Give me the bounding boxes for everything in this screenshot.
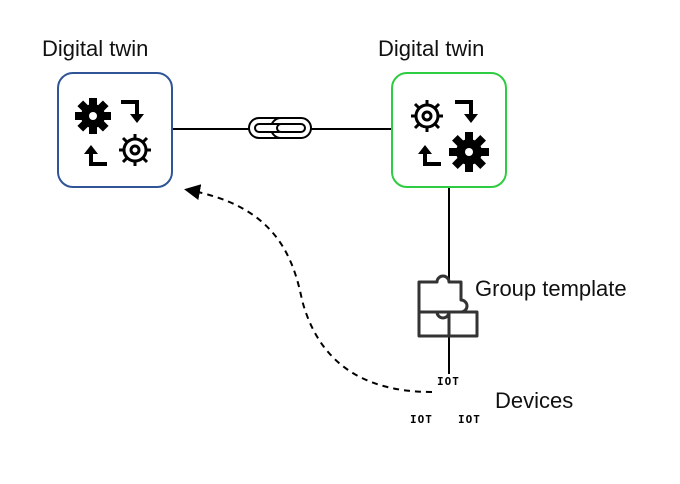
twin-left-label: Digital twin [42,36,149,61]
twin-right-box[interactable] [391,72,507,188]
chain-link-icon [248,117,312,139]
iot-device-label: IOT [437,375,460,388]
dashed-arrow [184,184,433,393]
devices-label: Devices [495,388,574,413]
twin-left-box[interactable] [57,72,173,188]
iot-device-label: IOT [458,413,481,426]
twin-right-label: Digital twin [378,36,485,61]
puzzle-icon [417,274,479,338]
gears-sync-icon [75,98,151,166]
iot-device-icon[interactable]: IOT [458,413,481,426]
iot-device-icon[interactable]: IOT [410,413,433,426]
iot-device-icon[interactable]: IOT [437,375,460,388]
gears-sync-icon [411,100,489,172]
group-template-label: Group template [475,276,627,301]
iot-device-label: IOT [410,413,433,426]
